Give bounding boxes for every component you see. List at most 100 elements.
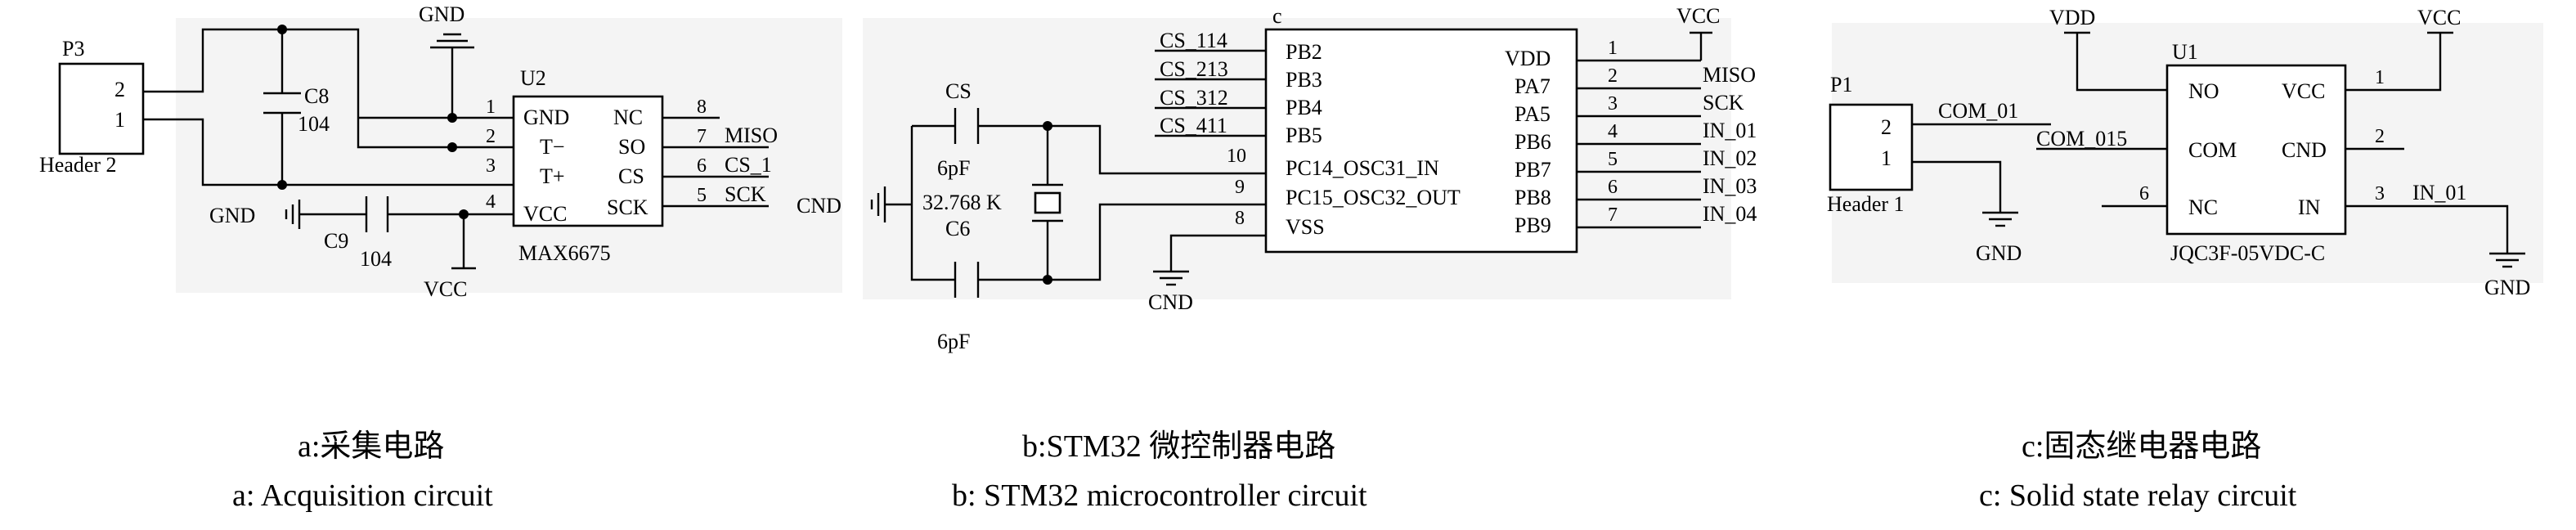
cap-cs-value: 6pF bbox=[937, 156, 970, 180]
net-miso-a: MISO bbox=[725, 124, 778, 147]
vdd-label: VDD bbox=[2049, 6, 2095, 29]
caption-c-en: c: Solid state relay circuit bbox=[1979, 478, 2297, 513]
u2-ref: U2 bbox=[520, 66, 546, 90]
vcc-symbol-c: VCC bbox=[2417, 6, 2461, 34]
u2-pin8-num: 8 bbox=[697, 97, 707, 118]
vdd-symbol: VDD bbox=[2049, 6, 2095, 34]
junction-c8-bottom bbox=[277, 180, 287, 190]
pin-pb4: PB4 bbox=[1286, 96, 1322, 119]
pin-pb2: PB2 bbox=[1286, 40, 1322, 64]
pin-pb7: PB7 bbox=[1515, 158, 1551, 182]
u2-pin1-num: 1 bbox=[486, 97, 496, 118]
u1-pin-com: COM bbox=[2188, 138, 2237, 162]
panel-a: P3 2 1 Header 2 bbox=[39, 2, 842, 513]
u2-pin4-name: VCC bbox=[523, 202, 567, 226]
pin-pc15: PC15_OSC32_OUT bbox=[1286, 186, 1461, 209]
pin-pb3: PB3 bbox=[1286, 68, 1322, 92]
cap-c6-label: C6 bbox=[945, 217, 970, 240]
u2-pin7-name: SO bbox=[618, 135, 645, 159]
stm32-pin2-num: 2 bbox=[1608, 65, 1618, 87]
p3-pin-1: 1 bbox=[114, 108, 125, 132]
caption-b-en: b: STM32 microcontroller circuit bbox=[952, 478, 1367, 513]
u1-pin-in: IN bbox=[2298, 195, 2321, 219]
net-sck-a: SCK bbox=[725, 182, 766, 206]
connector-p1: P1 2 1 Header 1 bbox=[1827, 73, 1914, 216]
junction-vcc bbox=[459, 209, 469, 219]
caption-a-cn: a:采集电路 bbox=[298, 429, 444, 464]
panel-b: CS 6pF C6 6pF 32.768 K CND CN bbox=[797, 4, 1757, 513]
c8-ref: C8 bbox=[304, 84, 329, 108]
cap-c6-value: 6pF bbox=[937, 330, 970, 353]
u2-pin5-name: SCK bbox=[607, 195, 648, 219]
u2-pin5-num: 5 bbox=[697, 185, 707, 206]
u1-pin-no: NO bbox=[2188, 79, 2219, 103]
u1-pin3-num: 3 bbox=[2375, 183, 2385, 204]
pin-vdd: VDD bbox=[1505, 47, 1551, 70]
gnd-symbol-c-right: GND bbox=[2484, 252, 2530, 299]
capacitor-c9: C9 104 bbox=[324, 196, 392, 271]
connector-p3: P3 2 1 Header 2 bbox=[39, 37, 145, 177]
net-cs1-a: CS_1 bbox=[725, 153, 772, 177]
junction-xtal-bottom bbox=[1043, 275, 1052, 285]
stm32-pin4-num: 4 bbox=[1608, 121, 1618, 142]
junction-t-minus bbox=[447, 142, 457, 152]
net-com01: COM_01 bbox=[1938, 99, 2018, 123]
stm32-pin1-num: 1 bbox=[1608, 38, 1618, 59]
vcc-symbol-b: VCC bbox=[1676, 4, 1720, 34]
stm32-body bbox=[1264, 28, 1578, 254]
stm32-pin5-num: 5 bbox=[1608, 149, 1618, 170]
panel-c-wires bbox=[1912, 33, 2509, 254]
p1-name: Header 1 bbox=[1827, 192, 1905, 216]
net-in01-b: IN_01 bbox=[1703, 119, 1757, 142]
u2-pin4-num: 4 bbox=[486, 191, 496, 213]
pin-vss: VSS bbox=[1286, 215, 1325, 239]
gnd-symbol-top: GND bbox=[419, 2, 474, 49]
pin-pb8: PB8 bbox=[1515, 186, 1551, 209]
pin-pb5: PB5 bbox=[1286, 124, 1322, 147]
gnd-c-right-label: GND bbox=[2484, 276, 2530, 299]
crystal: 32.768 K bbox=[922, 183, 1063, 222]
gnd-symbol-b-left: CND bbox=[797, 186, 886, 222]
ic-relay: U1 JQC3F-05VDC-C NO COM NC 6 VCC CND IN … bbox=[2139, 40, 2385, 265]
capacitor-c8: C8 104 bbox=[263, 84, 330, 136]
panel-a-junctions bbox=[277, 25, 469, 219]
stm32-pin3-num: 3 bbox=[1608, 93, 1618, 115]
vcc-symbol-bottom: VCC bbox=[424, 267, 476, 301]
gnd-c-left-label: GND bbox=[1976, 241, 2022, 265]
u2-pin6-num: 6 bbox=[697, 155, 707, 177]
gnd-symbol-c-left: GND bbox=[1976, 211, 2022, 265]
u1-part: JQC3F-05VDC-C bbox=[2170, 241, 2325, 265]
net-in04-b: IN_04 bbox=[1703, 202, 1757, 226]
stm32-pin6-num: 6 bbox=[1608, 177, 1618, 198]
u2-part: MAX6675 bbox=[518, 241, 611, 265]
p3-name: Header 2 bbox=[39, 153, 117, 177]
u1-pin-cnd: CND bbox=[2282, 138, 2327, 162]
net-com015: COM_015 bbox=[2036, 127, 2127, 150]
capacitor-cs: CS 6pF bbox=[937, 79, 980, 180]
panel-a-background bbox=[176, 18, 842, 293]
stm32-pin7-num: 7 bbox=[1608, 204, 1618, 226]
u2-pin3-num: 3 bbox=[486, 155, 496, 177]
p1-ref: P1 bbox=[1830, 73, 1852, 97]
gnd-left-label: GND bbox=[209, 204, 255, 227]
junction-xtal-top bbox=[1043, 121, 1052, 131]
u1-pin-nc: NC bbox=[2188, 195, 2218, 219]
stm32-ref: c bbox=[1272, 4, 1282, 28]
vcc-b-label: VCC bbox=[1676, 4, 1720, 28]
stm32-pin8-num: 8 bbox=[1235, 208, 1245, 229]
caption-a-en: a: Acquisition circuit bbox=[232, 478, 493, 513]
net-cs411: CS_411 bbox=[1160, 114, 1227, 137]
u1-ref: U1 bbox=[2172, 40, 2198, 64]
panel-a-wires bbox=[143, 28, 769, 268]
crystal-body bbox=[1034, 191, 1061, 214]
u2-pin7-num: 7 bbox=[697, 126, 707, 147]
vcc-bottom-label: VCC bbox=[424, 277, 467, 301]
net-sck-b: SCK bbox=[1703, 91, 1744, 115]
caption-c-cn: c:固态继电器电路 bbox=[2022, 429, 2261, 464]
junction-gnd bbox=[447, 113, 457, 123]
crystal-value: 32.768 K bbox=[922, 191, 1002, 214]
gnd-b-left-label: CND bbox=[797, 194, 841, 218]
stm32-pin10-num: 10 bbox=[1227, 146, 1246, 167]
